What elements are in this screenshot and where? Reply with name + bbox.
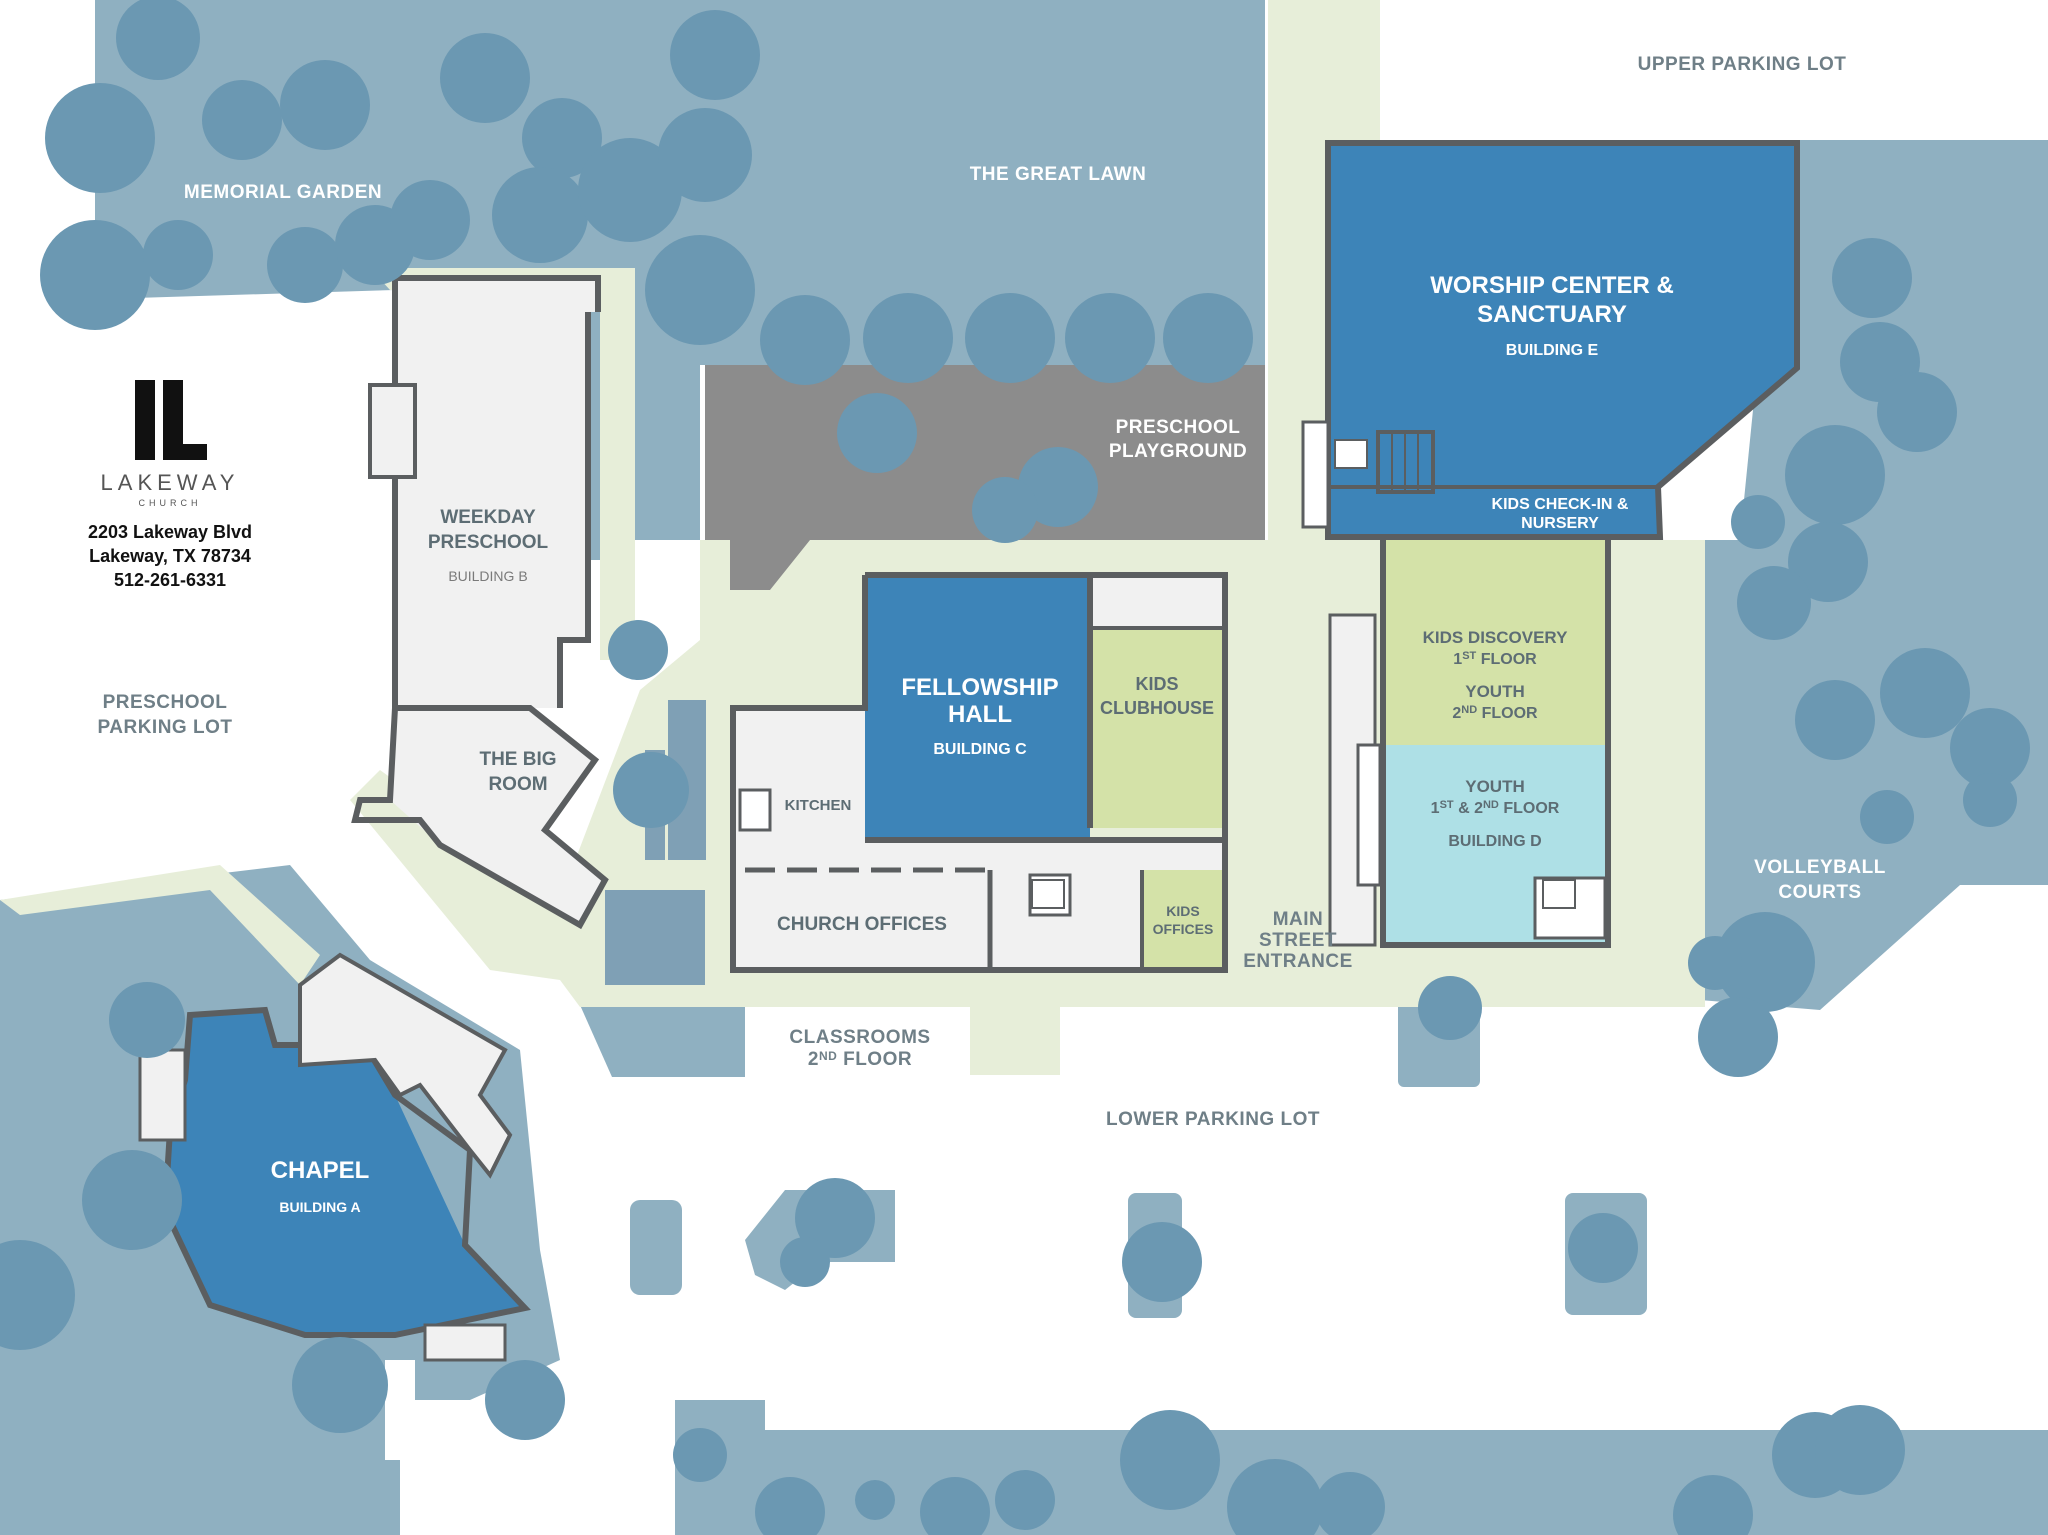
worship-label-2: SANCTUARY [1477,301,1627,328]
lower-parking-label: LOWER PARKING LOT [1106,1109,1320,1130]
preschool-parking-label-2: PARKING LOT [98,717,233,738]
youth-label-a: YOUTH [1465,682,1525,701]
worship-center [1328,143,1797,487]
fellowship-label-2: HALL [948,701,1012,728]
main-entrance-label-3: ENTRANCE [1243,951,1353,972]
address-line-2: Lakeway, TX 78734 [89,546,251,566]
youth-floor-a: 2ND FLOOR [1452,704,1538,722]
youth-floor-b: 1ST & 2ND FLOOR [1431,799,1560,817]
kids-offices-label-2: OFFICES [1153,921,1214,937]
worship-sublabel: BUILDING E [1506,342,1599,359]
phone-number: 512-261-6331 [113,570,227,590]
church-info: LAKEWAY CHURCH 2203 Lakeway Blvd Lakeway… [40,380,300,592]
preschool-walk [370,268,635,660]
youth-sublabel: BUILDING D [1448,833,1541,850]
volleyball-label-2: COURTS [1778,882,1861,903]
fellowship-label-1: FELLOWSHIP [901,674,1058,701]
main-entrance-label-1: MAIN [1273,909,1324,930]
kids-offices-room [1142,870,1222,968]
kids-checkin-room [1328,487,1660,537]
address-line-1: 2203 Lakeway Blvd [87,522,253,542]
brand-name: LAKEWAY [100,470,240,495]
front-walk [970,1000,1060,1075]
chapel-label: CHAPEL [271,1157,370,1184]
clubhouse-top [1090,575,1222,628]
big-room [390,708,605,925]
chapel [165,1010,525,1335]
big-room-label-1: THE BIG [479,749,556,770]
kids-discovery-floor: 1ST FLOOR [1453,650,1537,668]
kids-clubhouse-label-2: CLUBHOUSE [1100,698,1214,718]
youth-label-b: YOUTH [1465,777,1525,796]
playground-label-2: PLAYGROUND [1109,441,1247,462]
kids-checkin-label-1: KIDS CHECK-IN & [1492,496,1629,513]
memorial-garden-label: MEMORIAL GARDEN [184,182,382,203]
kids-discovery-label: KIDS DISCOVERY [1423,628,1569,647]
kids-checkin-label-2: NURSERY [1521,515,1599,532]
weekday-preschool [395,278,598,708]
upper-parking-label: UPPER PARKING LOT [1638,54,1847,75]
main-entrance-label-2: STREET [1259,930,1337,951]
front-planter [580,1005,745,1077]
weekday-label-2: PRESCHOOL [428,532,549,553]
weekday-label-1: WEEKDAY [440,507,536,528]
brand-sub: CHURCH [138,498,202,508]
worship-label-1: WORSHIP CENTER & [1430,272,1674,299]
lot-island-2 [630,1200,682,1295]
volleyball-label-1: VOLLEYBALL [1754,857,1886,878]
kids-clubhouse [1090,628,1222,828]
weekday-sublabel: BUILDING B [448,568,527,584]
kids-offices-label-1: KIDS [1166,903,1199,919]
classrooms-label-2: 2ND FLOOR [808,1049,912,1070]
fellowship-sublabel: BUILDING C [933,741,1027,758]
preschool-parking-label-1: PRESCHOOL [103,692,228,713]
church-offices-label: CHURCH OFFICES [777,914,947,935]
great-lawn-label: THE GREAT LAWN [970,164,1147,185]
lakeway-logo-icon [135,380,207,460]
big-room-label-2: ROOM [488,774,547,795]
chapel-annex [298,952,513,1179]
chapel-sublabel: BUILDING A [279,1199,360,1215]
restroom-icon [1031,439,1576,909]
playground-label-1: PRESCHOOL [1116,417,1241,438]
classrooms-label-1: CLASSROOMS [789,1027,930,1048]
kitchen-label: KITCHEN [785,797,852,814]
chapel-walk [0,865,320,985]
fellowship-hall [865,575,1090,840]
kids-discovery-room [1383,540,1608,745]
kids-clubhouse-label-1: KIDS [1135,674,1178,694]
